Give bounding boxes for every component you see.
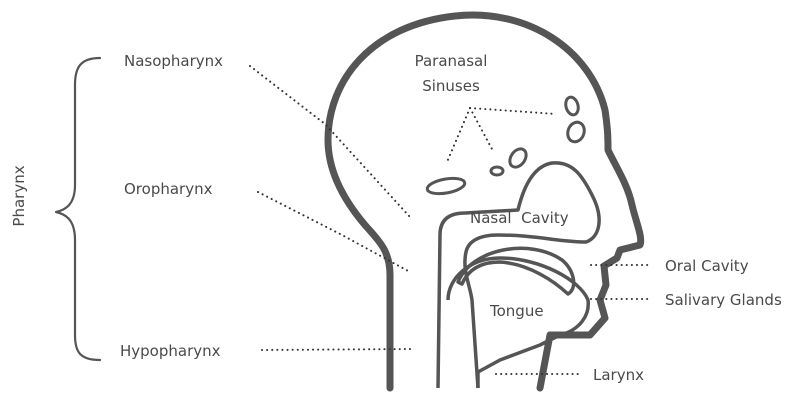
sinus-frontal-upper xyxy=(564,96,580,116)
label-oropharynx: Oropharynx xyxy=(124,180,213,198)
sinus-ethmoid xyxy=(507,146,530,170)
label-nasopharynx: Nasopharynx xyxy=(124,52,223,70)
pharynx-brace xyxy=(56,58,100,360)
label-nasal-cavity: Nasal Cavity xyxy=(470,209,569,227)
label-larynx: Larynx xyxy=(593,366,644,384)
label-hypopharynx: Hypopharynx xyxy=(120,342,221,360)
label-tongue: Tongue xyxy=(489,302,544,320)
sinus-frontal-lower xyxy=(565,120,587,144)
leader-sinuses-b xyxy=(470,108,493,151)
leader-hypopharynx xyxy=(262,349,412,350)
label-salivary-glands: Salivary Glands xyxy=(665,291,782,309)
label-paranasal: Paranasal xyxy=(415,52,488,70)
label-oral-cavity: Oral Cavity xyxy=(665,257,749,275)
sinus-sphenoid xyxy=(426,176,466,196)
label-pharynx: Pharynx xyxy=(10,165,28,226)
sinus-small xyxy=(491,167,503,175)
leader-sinuses-a xyxy=(447,108,470,162)
leader-sinuses-c xyxy=(470,108,556,114)
label-sinuses: Sinuses xyxy=(422,77,480,95)
